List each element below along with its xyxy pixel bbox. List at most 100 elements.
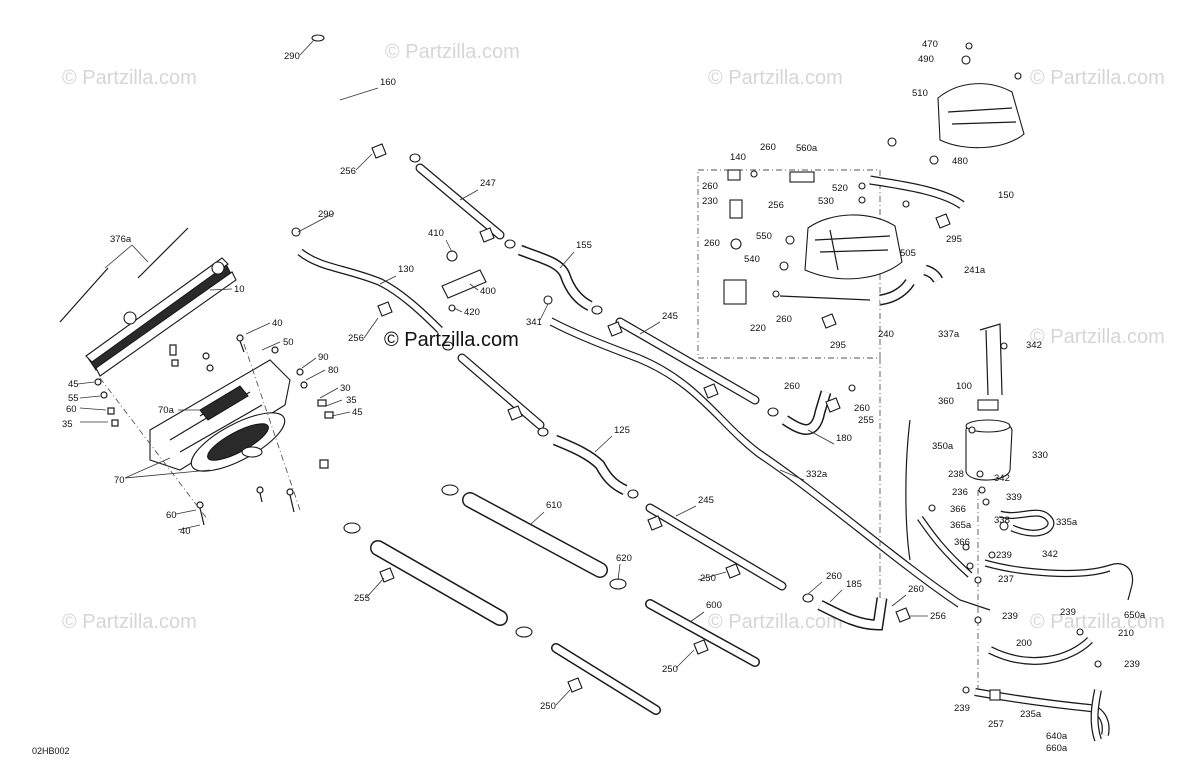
callout-241a: 241a: [964, 265, 986, 276]
callout-350a: 350a: [932, 441, 954, 452]
callout-260: 260: [704, 238, 720, 249]
radiator-assembly[interactable]: [59, 227, 351, 531]
callout-332a: 332a: [806, 469, 828, 480]
callout-400: 400: [480, 286, 496, 297]
callout-256: 256: [768, 200, 784, 211]
callout-45: 45: [68, 379, 79, 390]
callout-366: 366: [950, 504, 966, 515]
callout-45: 45: [352, 407, 363, 418]
callout-365a: 365a: [950, 520, 972, 531]
callout-366: 366: [954, 537, 970, 548]
callout-40: 40: [180, 526, 191, 537]
coolant-bottle-assembly[interactable]: [905, 323, 1134, 742]
callout-330: 330: [1032, 450, 1048, 461]
callout-245: 245: [698, 495, 714, 506]
callout-250: 250: [700, 573, 716, 584]
callout-155: 155: [576, 240, 592, 251]
callout-150: 150: [998, 190, 1014, 201]
callout-239: 239: [996, 550, 1012, 561]
callout-236: 236: [952, 487, 968, 498]
callout-250: 250: [540, 701, 556, 712]
callout-260: 260: [760, 142, 776, 153]
callout-180: 180: [836, 433, 852, 444]
callout-245: 245: [662, 311, 678, 322]
callout-239: 239: [1002, 611, 1018, 622]
callout-256: 256: [340, 166, 356, 177]
callout-520: 520: [832, 183, 848, 194]
callout-160: 160: [380, 77, 396, 88]
callout-40: 40: [272, 318, 283, 329]
callout-55: 55: [68, 393, 79, 404]
callout-295: 295: [830, 340, 846, 351]
callout-10: 10: [234, 284, 245, 295]
watermark-text: © Partzilla.com: [385, 41, 520, 63]
reservoir-assembly[interactable]: [697, 42, 1025, 598]
callout-256: 256: [930, 611, 946, 622]
callout-260: 260: [776, 314, 792, 325]
callout-610: 610: [546, 500, 562, 511]
watermark-text: © Partzilla.com: [1030, 67, 1165, 89]
callout-130: 130: [398, 264, 414, 275]
watermark-text: © Partzilla.com: [708, 67, 843, 89]
callout-247: 247: [480, 178, 496, 189]
callout-255: 255: [858, 415, 874, 426]
callout-239: 239: [1060, 607, 1076, 618]
callout-338: 338: [994, 515, 1010, 526]
callout-35: 35: [62, 419, 73, 430]
callout-505: 505: [900, 248, 916, 259]
coolant-hoses-and-pipes[interactable]: [291, 34, 991, 715]
callout-295: 295: [946, 234, 962, 245]
callout-80: 80: [328, 365, 339, 376]
callout-140: 140: [730, 152, 746, 163]
callout-60: 60: [66, 404, 77, 415]
callout-260: 260: [908, 584, 924, 595]
callout-490: 490: [918, 54, 934, 65]
callout-90: 90: [318, 352, 329, 363]
callout-342: 342: [1026, 340, 1042, 351]
callout-260: 260: [702, 181, 718, 192]
callout-360: 360: [938, 396, 954, 407]
callout-260: 260: [784, 381, 800, 392]
callout-200: 200: [1016, 638, 1032, 649]
callout-420: 420: [464, 307, 480, 318]
callout-335a: 335a: [1056, 517, 1078, 528]
callout-labels: 10 30 35 45 35 40 40 45 50 55 60 60 70 7…: [62, 39, 1146, 754]
callout-235a: 235a: [1020, 709, 1042, 720]
callout-510: 510: [912, 88, 928, 99]
callout-50: 50: [283, 337, 294, 348]
callout-480: 480: [952, 156, 968, 167]
callout-560a: 560a: [796, 143, 818, 154]
callout-240: 240: [878, 329, 894, 340]
watermark-text: © Partzilla.com: [62, 67, 197, 89]
watermark-layer: © Partzilla.com © Partzilla.com © Partzi…: [62, 41, 1165, 633]
watermark-text: © Partzilla.com: [1030, 326, 1165, 348]
callout-70a: 70a: [158, 405, 175, 416]
callout-410: 410: [428, 228, 444, 239]
callout-30: 30: [340, 383, 351, 394]
callout-255: 255: [354, 593, 370, 604]
watermark-text: © Partzilla.com: [708, 611, 843, 633]
callout-337a: 337a: [938, 329, 960, 340]
callout-237: 237: [998, 574, 1014, 585]
callout-220: 220: [750, 323, 766, 334]
callout-60: 60: [166, 510, 177, 521]
callout-600: 600: [706, 600, 722, 611]
callout-290: 290: [318, 209, 334, 220]
callout-341: 341: [526, 317, 542, 328]
watermark-text: © Partzilla.com: [62, 611, 197, 633]
callout-550: 550: [756, 231, 772, 242]
callout-250: 250: [662, 664, 678, 675]
diagram-code: 02HB002: [32, 746, 70, 756]
callout-620: 620: [616, 553, 632, 564]
callout-35: 35: [346, 395, 357, 406]
callout-239: 239: [954, 703, 970, 714]
callout-230: 230: [702, 196, 718, 207]
callout-256: 256: [348, 333, 364, 344]
callout-239: 239: [1124, 659, 1140, 670]
callout-640a: 640a: [1046, 731, 1068, 742]
callout-260: 260: [854, 403, 870, 414]
callout-342: 342: [1042, 549, 1058, 560]
leader-lines: [297, 39, 928, 706]
callout-470: 470: [922, 39, 938, 50]
